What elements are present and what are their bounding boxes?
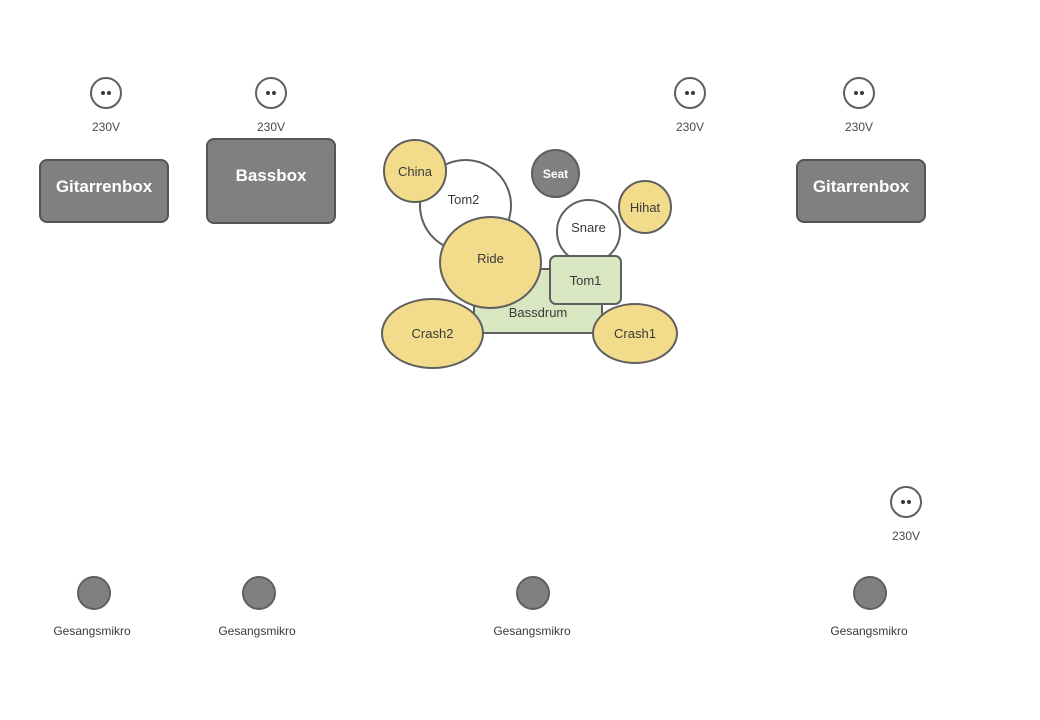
crash2-label: Crash2	[411, 326, 454, 341]
power-socket-icon	[674, 77, 706, 109]
bassdrum-label: Bassdrum	[508, 305, 568, 320]
power-socket-icon	[90, 77, 122, 109]
guitar-box-right: Gitarrenbox	[796, 159, 926, 223]
vocal-mic-label: Gesangsmikro	[830, 624, 908, 638]
drum-seat: Seat	[531, 149, 580, 198]
crash1-label: Crash1	[614, 326, 656, 341]
power-socket-icon	[843, 77, 875, 109]
bass-box: Bassbox	[206, 138, 336, 224]
seat-label: Seat	[542, 166, 569, 181]
socket-voltage-label: 230V	[844, 120, 874, 134]
vocal-mic-label: Gesangsmikro	[53, 624, 131, 638]
socket-voltage-label: 230V	[91, 120, 121, 134]
ride-cymbal: Ride	[439, 216, 542, 309]
crash1-cymbal: Crash1	[592, 303, 678, 364]
snare-label: Snare	[571, 220, 606, 235]
hihat-label: Hihat	[629, 199, 661, 215]
socket-voltage-label: 230V	[891, 529, 921, 543]
tom1-label: Tom1	[569, 272, 602, 288]
ride-label: Ride	[477, 251, 504, 266]
vocal-mic-label: Gesangsmikro	[493, 624, 571, 638]
socket-voltage-label: 230V	[675, 120, 705, 134]
vocal-mic-icon	[516, 576, 550, 610]
hihat-cymbal: Hihat	[618, 180, 672, 234]
power-socket-icon	[890, 486, 922, 518]
socket-voltage-label: 230V	[256, 120, 286, 134]
vocal-mic-icon	[853, 576, 887, 610]
guitar-box-left: Gitarrenbox	[39, 159, 169, 223]
vocal-mic-label: Gesangsmikro	[218, 624, 296, 638]
tom1: Tom1	[549, 255, 622, 305]
power-socket-icon	[255, 77, 287, 109]
tom2-label: Tom2	[447, 192, 480, 207]
crash2-cymbal: Crash2	[381, 298, 484, 369]
china-cymbal: China	[383, 139, 447, 203]
vocal-mic-icon	[242, 576, 276, 610]
snare: Snare	[556, 199, 621, 264]
vocal-mic-icon	[77, 576, 111, 610]
china-label: China	[398, 163, 432, 179]
